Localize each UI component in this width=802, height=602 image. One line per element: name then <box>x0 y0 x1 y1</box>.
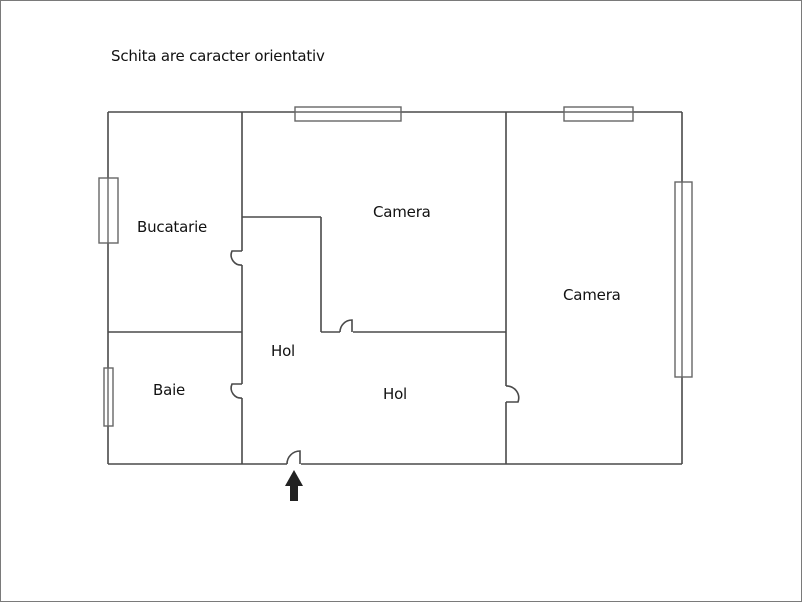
room-label-hol-2: Hol <box>383 385 408 403</box>
windows <box>98 106 693 427</box>
room-label-hol-1: Hol <box>271 342 296 360</box>
doors <box>230 250 520 465</box>
room-label-bucatarie: Bucatarie <box>137 218 208 236</box>
window-camera-2-top <box>563 106 634 122</box>
door-camera-2 <box>505 385 520 403</box>
door-bucatarie <box>230 250 243 266</box>
room-label-camera-1: Camera <box>373 203 431 221</box>
room-label-baie: Baie <box>153 381 186 399</box>
disclaimer-note: Schita are caracter orientativ <box>111 47 325 65</box>
door-camera-1 <box>339 319 353 333</box>
arrow-up-icon <box>285 470 303 501</box>
window-camera-2-side <box>674 181 693 378</box>
door-entrance <box>286 450 301 465</box>
room-label-camera-2: Camera <box>563 286 621 304</box>
interior-walls <box>108 112 507 464</box>
window-camera-1 <box>294 106 402 122</box>
door-baie <box>230 383 243 399</box>
